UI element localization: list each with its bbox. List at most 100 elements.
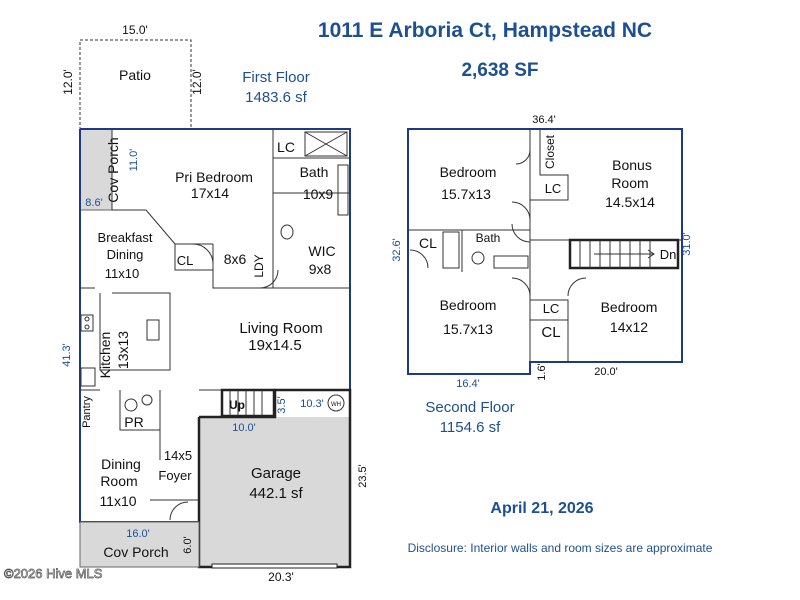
front-porch-label: Cov Porch xyxy=(103,544,168,560)
bonus-room-size: 14.5x14 xyxy=(605,194,655,210)
cl-label-mid: CL xyxy=(541,324,560,341)
cl-label-left: CL xyxy=(419,235,437,251)
bedroom-1-name: Bedroom xyxy=(440,164,497,180)
garage-area xyxy=(199,417,350,567)
dim-patio-depth-left: 12.0' xyxy=(61,69,75,95)
pr-toilet-icon xyxy=(124,398,138,412)
closet-label: Closet xyxy=(543,134,557,169)
garage-area-label: 442.1 sf xyxy=(249,485,303,502)
door-swing-icon xyxy=(169,501,189,521)
stairs-down-icon xyxy=(568,238,680,270)
foyer-name: Foyer xyxy=(158,468,192,483)
address-title: 1011 E Arboria Ct, Hampstead NC xyxy=(318,19,652,42)
bonus-room-name-2: Room xyxy=(611,175,648,191)
breakfast-name: Breakfast xyxy=(98,230,153,245)
first-floor-interior-walls xyxy=(80,129,350,501)
bedroom-2-name: Bedroom xyxy=(440,297,497,313)
range-icon xyxy=(80,314,94,332)
dim-step: 1.6' xyxy=(536,363,548,380)
vanity-icon xyxy=(493,255,529,269)
first-floor-area: 1483.6 sf xyxy=(245,89,308,106)
laundry-name: LDY xyxy=(252,254,266,277)
second-floor-area: 1154.6 sf xyxy=(440,419,501,436)
water-heater-icon xyxy=(327,394,345,412)
back-porch-area xyxy=(79,128,113,211)
dining-room-name-2: Room xyxy=(100,473,137,489)
bonus-room-name: Bonus xyxy=(612,157,652,173)
garage-name: Garage xyxy=(251,465,301,482)
kitchen-name: Kitchen xyxy=(97,332,113,379)
water-heater-label: WH xyxy=(331,402,341,408)
pr-label: PR xyxy=(124,414,143,430)
pri-bedroom-name: Pri Bedroom xyxy=(175,169,253,185)
bedroom-3-name: Bedroom xyxy=(601,299,658,315)
dim-garage-top: 10.3' xyxy=(300,398,324,410)
door-swing-icon xyxy=(511,223,531,243)
toilet-icon xyxy=(280,224,294,240)
dim-patio-width: 15.0' xyxy=(122,23,148,37)
door-swing-icon xyxy=(259,269,279,289)
door-swing-icon xyxy=(192,243,214,265)
vanity-icon xyxy=(337,164,349,216)
disclosure-text: Disclosure: Interior walls and room size… xyxy=(408,541,713,555)
patio-label: Patio xyxy=(119,67,151,83)
dim-right-depth: 31.0' xyxy=(681,232,693,256)
plan-date: April 21, 2026 xyxy=(490,500,593,517)
door-swing-icon xyxy=(511,201,531,221)
patio-area xyxy=(79,39,192,130)
foyer-size: 14x5 xyxy=(164,448,192,463)
wic-size: 9x8 xyxy=(309,261,332,277)
first-floor-label: First Floor xyxy=(242,69,310,86)
shower-x-icon xyxy=(304,131,348,157)
fridge-icon xyxy=(80,367,96,387)
shower-icon xyxy=(304,131,348,157)
breakfast-name-2: Dining xyxy=(107,247,144,262)
bath-size: 10x9 xyxy=(303,186,334,202)
stairs-up-label: Up xyxy=(229,398,245,412)
second-floor-plan: Bedroom 15.7x13 Closet LC Bonus Room 14.… xyxy=(391,114,693,436)
dim-front-porch-width: 16.0' xyxy=(126,528,150,540)
lc-label: LC xyxy=(277,139,295,155)
living-room-name: Living Room xyxy=(239,320,322,337)
first-floor-plan: Patio 15.0' 12.0' 12.0' Cov Porch 11.0' … xyxy=(61,23,369,584)
door-swing-icon xyxy=(567,277,587,297)
dim-garage-depth: 23.5' xyxy=(357,464,369,488)
dining-room-name: Dining xyxy=(101,456,141,472)
dim-bottom-left: 16.4' xyxy=(456,378,480,390)
total-area: 2,638 SF xyxy=(461,60,538,81)
cl-label: CL xyxy=(177,253,194,268)
tub-icon xyxy=(442,231,460,269)
bath-label: Bath xyxy=(476,231,501,245)
lc-label-1: LC xyxy=(545,181,562,196)
bedroom-1-size: 15.7x13 xyxy=(441,186,491,202)
dim-left-depth: 32.6' xyxy=(391,238,403,262)
dining-room-size: 11x10 xyxy=(99,493,136,509)
dim-garage-width: 20.3' xyxy=(268,570,294,584)
bedroom-2-size: 15.7x13 xyxy=(443,321,493,337)
dim-front-porch-depth: 6.0' xyxy=(182,536,194,553)
back-porch-label: Cov Porch xyxy=(105,137,121,202)
dim-porch-depth: 11.0' xyxy=(128,149,140,172)
dim-porch-width: 8.6' xyxy=(85,197,102,209)
stairs-down-label: Dn xyxy=(660,247,677,262)
dim-bottom-right: 20.0' xyxy=(594,366,618,378)
kitchen-size: 13x13 xyxy=(115,331,131,369)
dim-stair-offset: 3.5' xyxy=(276,396,288,413)
pri-bedroom-size: 17x14 xyxy=(191,185,229,201)
door-swing-icon xyxy=(511,277,531,297)
dim-top-width: 36.4' xyxy=(532,114,556,126)
pr-sink-icon xyxy=(141,394,153,406)
dim-overall-depth: 41.3' xyxy=(61,343,73,367)
laundry-size: 8x6 xyxy=(224,251,247,267)
front-porch-area xyxy=(79,521,200,568)
toilet-icon xyxy=(471,251,485,265)
stair-treads xyxy=(229,390,263,416)
lc-label-2: LC xyxy=(543,301,560,316)
door-swing-icon xyxy=(515,149,531,165)
bath-name: Bath xyxy=(300,164,329,180)
living-room-size: 19x14.5 xyxy=(248,337,301,354)
stairs-down-arrow-icon xyxy=(594,249,655,259)
pantry-label: Pantry xyxy=(81,396,93,428)
second-floor-label: Second Floor xyxy=(425,399,514,416)
